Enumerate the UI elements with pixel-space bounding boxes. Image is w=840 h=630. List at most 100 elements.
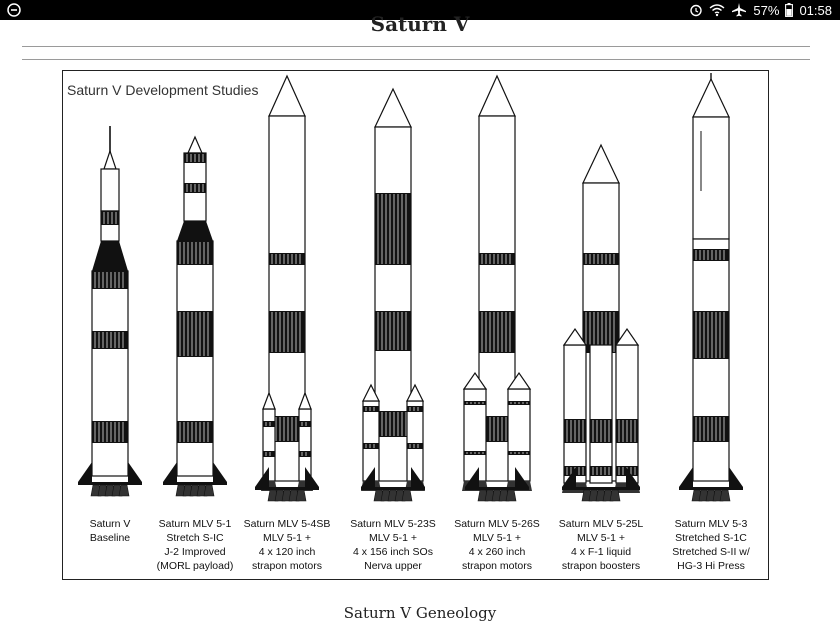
interstage bbox=[177, 221, 213, 241]
base-plate bbox=[361, 487, 425, 490]
rocket-label-line: Stretch S-IC bbox=[166, 532, 224, 544]
stage-band bbox=[583, 253, 619, 265]
rocket-label-line: Saturn MLV 5-3 bbox=[674, 518, 748, 530]
rocket-label-line: strapon motors bbox=[461, 560, 533, 572]
rocket-label-line: Saturn MLV 5-4SB bbox=[243, 518, 331, 530]
app-notification-icon bbox=[6, 2, 22, 18]
stage-band bbox=[269, 253, 305, 265]
rocket-label-line: HG-3 Hi Press bbox=[677, 560, 745, 572]
rocket-label: Saturn MLV 5-4SB MLV 5-1 + 4 x 120 inch str… bbox=[235, 517, 339, 573]
figure-title: Saturn V Development Studies bbox=[67, 82, 259, 98]
rocket-label-line: Saturn V bbox=[89, 518, 131, 530]
page-title: Saturn V bbox=[370, 12, 470, 36]
nose-cone bbox=[462, 371, 488, 390]
fin bbox=[361, 467, 375, 487]
fin bbox=[78, 462, 92, 482]
rocket-label-line: strapon motors bbox=[251, 560, 323, 572]
interstage bbox=[92, 241, 128, 271]
battery-percent: 57% bbox=[753, 2, 780, 18]
engine-bell bbox=[719, 489, 731, 502]
battery-icon bbox=[785, 3, 794, 17]
fin bbox=[163, 462, 177, 482]
rocket-label-line: Saturn MLV 5-1 bbox=[158, 518, 232, 530]
status-bar: 57% 01:58 bbox=[0, 0, 840, 20]
stage-band bbox=[693, 311, 729, 359]
rocket-label-line: Saturn MLV 5-23S bbox=[350, 518, 436, 530]
rocket-label-line: MLV 5-1 + bbox=[263, 532, 311, 544]
rocket-label-line: Stretched S-1C bbox=[675, 532, 747, 544]
rocket-label-line: 4 x 156 inch SOs bbox=[353, 546, 433, 558]
stage-band bbox=[375, 193, 411, 265]
rocket-stage bbox=[100, 168, 120, 212]
stage-band bbox=[177, 311, 213, 357]
stage-band bbox=[269, 311, 305, 353]
rocket-stage bbox=[362, 400, 380, 482]
rocket-illustrations bbox=[78, 73, 743, 502]
rocket-label-line: MLV 5-1 + bbox=[473, 532, 521, 544]
nose-cone bbox=[562, 327, 588, 346]
engine-bell bbox=[609, 489, 621, 502]
stage-band bbox=[263, 451, 275, 457]
rocket-label-line: Stretched S-II w/ bbox=[672, 546, 750, 558]
engine-bell bbox=[118, 484, 130, 497]
base-plate bbox=[163, 482, 227, 485]
fin bbox=[729, 467, 743, 487]
fin bbox=[255, 467, 269, 487]
alarm-icon bbox=[689, 3, 703, 17]
nose-cone bbox=[298, 391, 312, 410]
rocket-label-line: 4 x 120 inch bbox=[258, 546, 316, 558]
nose-cone bbox=[187, 135, 203, 154]
rocket-stage bbox=[406, 400, 424, 482]
rocket-label-line: Saturn MLV 5-25L bbox=[558, 518, 644, 530]
fin bbox=[213, 462, 227, 482]
fin bbox=[515, 467, 529, 487]
base-plate bbox=[78, 482, 142, 485]
base-plate bbox=[255, 487, 319, 490]
fin bbox=[562, 467, 576, 487]
stage-band bbox=[363, 406, 379, 412]
nose-cone bbox=[582, 143, 620, 184]
base-plate bbox=[562, 487, 640, 490]
nose-cone bbox=[506, 371, 532, 390]
stage-band bbox=[101, 211, 119, 225]
nose-cone bbox=[374, 87, 412, 128]
base-plate bbox=[679, 487, 743, 490]
stage-band bbox=[177, 241, 213, 265]
diagram-image: Saturn V Development Studies Saturn V Bas… bbox=[62, 70, 769, 580]
nose-cone bbox=[614, 327, 640, 346]
nose-cone bbox=[268, 74, 306, 117]
stage-band bbox=[407, 406, 423, 412]
rocket-label-line: Nerva upper bbox=[364, 560, 422, 572]
stage-band bbox=[479, 253, 515, 265]
rocket-label-line: strapon boosters bbox=[561, 560, 641, 572]
fin bbox=[626, 467, 640, 487]
wifi-icon bbox=[709, 3, 725, 17]
stage-band bbox=[177, 421, 213, 443]
stage-band bbox=[299, 421, 311, 427]
engine-bell bbox=[401, 489, 413, 502]
stage-band bbox=[263, 421, 275, 427]
nose-cone bbox=[478, 74, 516, 117]
airplane-mode-icon bbox=[731, 3, 747, 17]
stage-band bbox=[407, 443, 423, 449]
rocket-stage bbox=[563, 344, 587, 484]
nose-cone bbox=[262, 391, 276, 410]
stage-band bbox=[479, 311, 515, 353]
nose-cone bbox=[406, 383, 424, 402]
rocket-label-line: (MORL payload) bbox=[156, 560, 234, 572]
stage-band bbox=[92, 331, 128, 349]
divider bbox=[22, 46, 810, 47]
nose-cone bbox=[692, 77, 730, 118]
engine-bell bbox=[295, 489, 307, 502]
rocket-label-line: Baseline bbox=[89, 532, 131, 544]
engine-bell bbox=[505, 489, 517, 502]
fin bbox=[305, 467, 319, 487]
fin bbox=[128, 462, 142, 482]
stage-band bbox=[299, 451, 311, 457]
